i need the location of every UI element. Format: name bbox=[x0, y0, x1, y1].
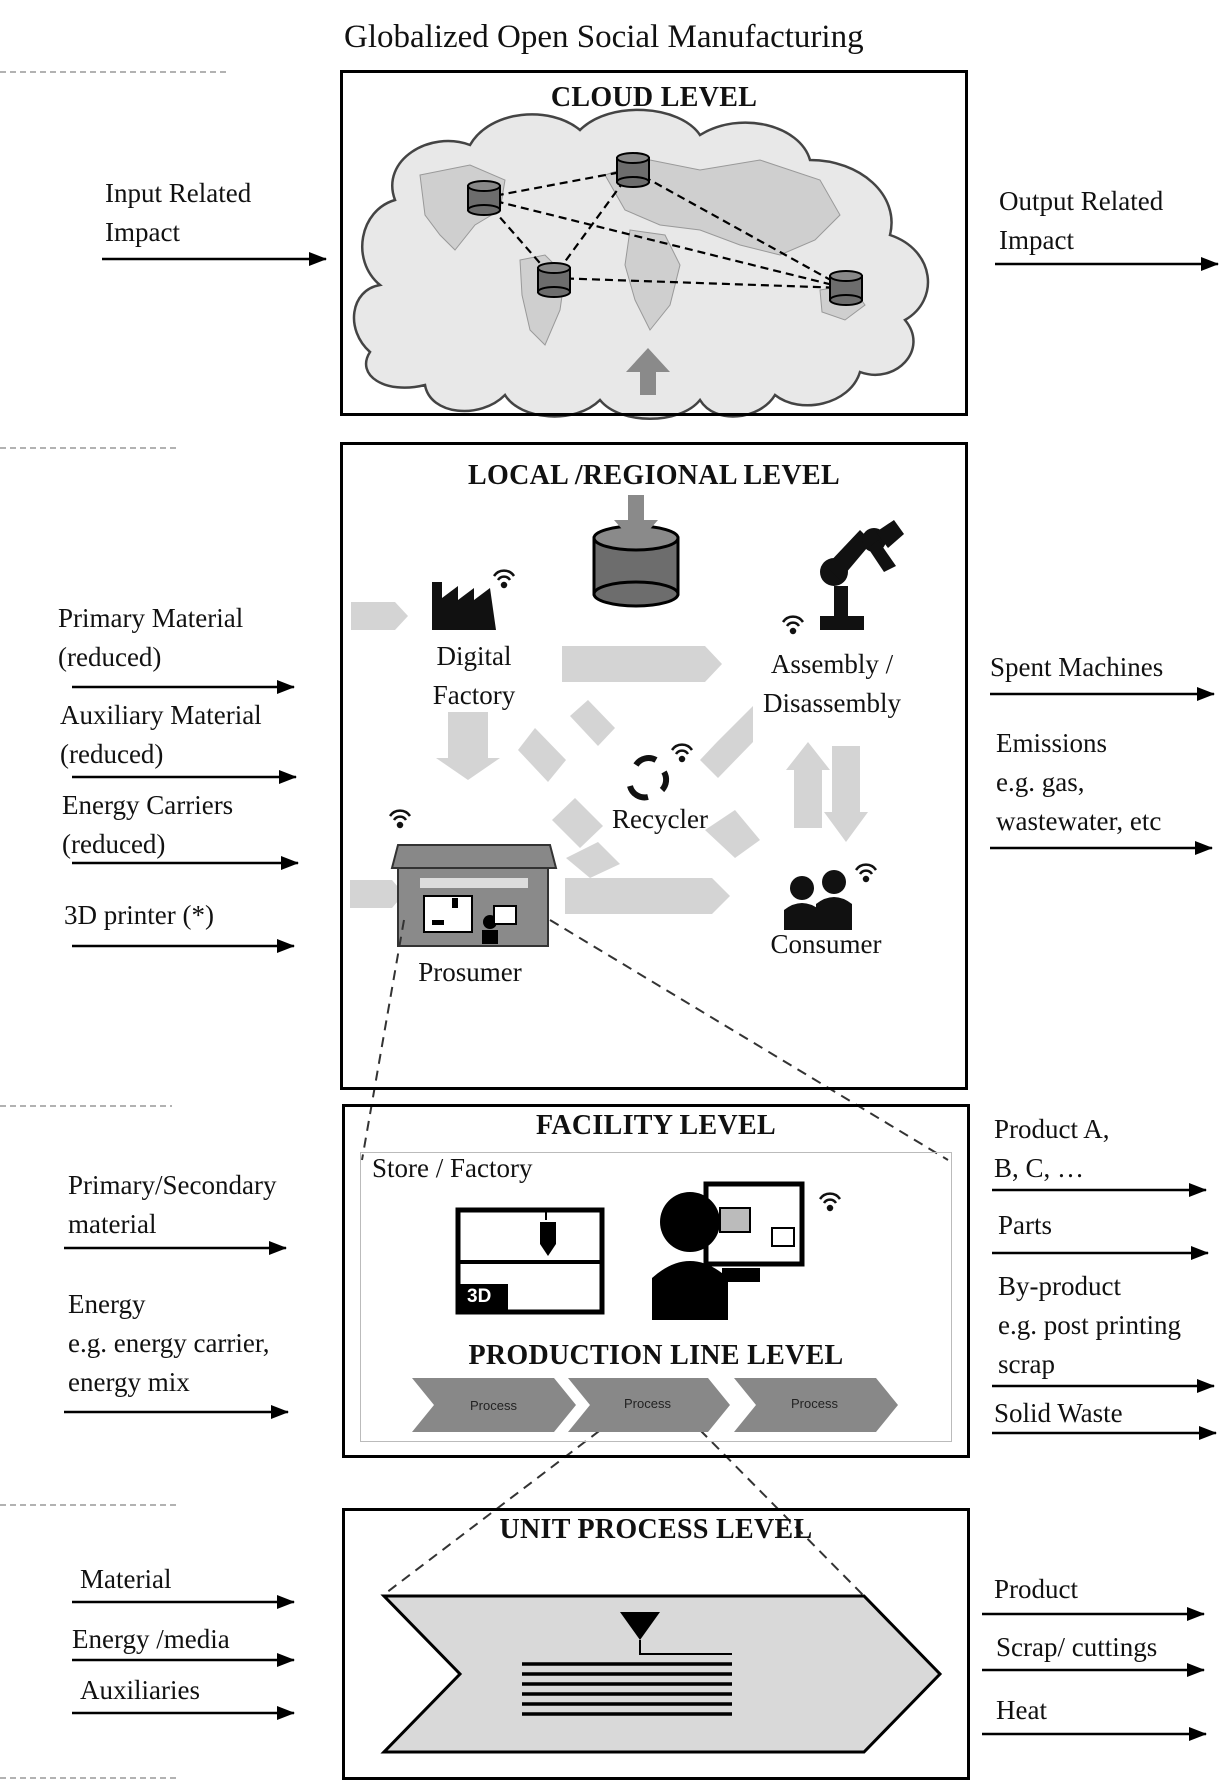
process-step-3: Process bbox=[791, 1396, 838, 1411]
facility-level-heading: FACILITY LEVEL bbox=[536, 1110, 776, 1141]
assembly-label: Assembly / Disassembly bbox=[763, 649, 901, 718]
wifi-icon bbox=[388, 569, 878, 1212]
facility-output-3: By-product e.g. post printing scrap bbox=[998, 1271, 1181, 1379]
regional-input-4: 3D printer (*) bbox=[64, 900, 214, 930]
facility-input-1: Primary/Secondary material bbox=[68, 1170, 277, 1239]
unit-input-1: Material bbox=[80, 1564, 172, 1594]
regional-input-2: Auxiliary Material (reduced) bbox=[60, 700, 262, 769]
unit-process-chevron bbox=[380, 1594, 943, 1754]
factory-icon bbox=[432, 582, 496, 630]
facility-inner-box bbox=[360, 1152, 952, 1442]
store-icon bbox=[390, 844, 558, 947]
cloud-level-box bbox=[340, 70, 968, 416]
regional-input-1: Primary Material (reduced) bbox=[58, 603, 244, 672]
process-step-2: Process bbox=[624, 1396, 671, 1411]
recycler-label: Recycler bbox=[612, 804, 708, 834]
facility-level-box bbox=[342, 1104, 970, 1458]
facility-input-2: Energy e.g. energy carrier, energy mix bbox=[68, 1289, 270, 1397]
regional-level-heading: LOCAL /REGIONAL LEVEL bbox=[468, 460, 840, 491]
printer-badge: 3D bbox=[467, 1286, 492, 1307]
facility-output-4: Solid Waste bbox=[994, 1398, 1123, 1428]
level-separators bbox=[0, 71, 228, 1779]
diagram-title: Globalized Open Social Manufacturing bbox=[344, 19, 864, 55]
unit-input-3: Auxiliaries bbox=[80, 1675, 200, 1705]
regional-output-2: Emissions e.g. gas, wastewater, etc bbox=[996, 728, 1162, 836]
unit-output-1: Product bbox=[994, 1574, 1078, 1604]
world-map-icon bbox=[419, 159, 866, 346]
facility-output-1: Product A, B, C, … bbox=[994, 1114, 1110, 1183]
database-icon bbox=[467, 152, 863, 306]
process-step-1: Process bbox=[470, 1398, 517, 1413]
regional-input-3: Energy Carriers (reduced) bbox=[62, 790, 234, 859]
process-chevrons bbox=[412, 1378, 898, 1432]
cloud-input-label: Input Related Impact bbox=[105, 178, 252, 247]
prosumer-label: Prosumer bbox=[418, 957, 522, 987]
store-factory-label: Store / Factory bbox=[372, 1153, 533, 1183]
regional-level-box bbox=[340, 442, 968, 1090]
unit-output-2: Scrap/ cuttings bbox=[996, 1632, 1158, 1662]
cloud-regional-link-arrow bbox=[626, 348, 670, 395]
unit-level-heading: UNIT PROCESS LEVEL bbox=[499, 1514, 813, 1545]
regional-flow-arrows bbox=[350, 602, 868, 914]
input-output-arrows bbox=[64, 252, 1219, 1741]
cloud-level-heading: CLOUD LEVEL bbox=[550, 82, 758, 113]
cloud-output-label: Output Related Impact bbox=[999, 186, 1164, 255]
person-computer-icon bbox=[652, 1181, 805, 1320]
unit-level-box bbox=[342, 1508, 970, 1780]
unit-output-3: Heat bbox=[996, 1695, 1047, 1725]
robot-arm-icon bbox=[820, 520, 904, 630]
production-line-heading: PRODUCTION LINE LEVEL bbox=[468, 1340, 844, 1371]
regional-output-1: Spent Machines bbox=[990, 652, 1164, 682]
recycle-icon bbox=[627, 755, 670, 801]
unit-input-2: Energy /media bbox=[72, 1624, 230, 1654]
regional-database-icon bbox=[592, 495, 680, 608]
digital-factory-label: Digital Factory bbox=[432, 641, 516, 710]
people-icon bbox=[784, 870, 852, 930]
3d-printer-icon bbox=[455, 1207, 605, 1315]
facility-output-2: Parts bbox=[998, 1210, 1052, 1240]
consumer-label: Consumer bbox=[770, 929, 882, 959]
